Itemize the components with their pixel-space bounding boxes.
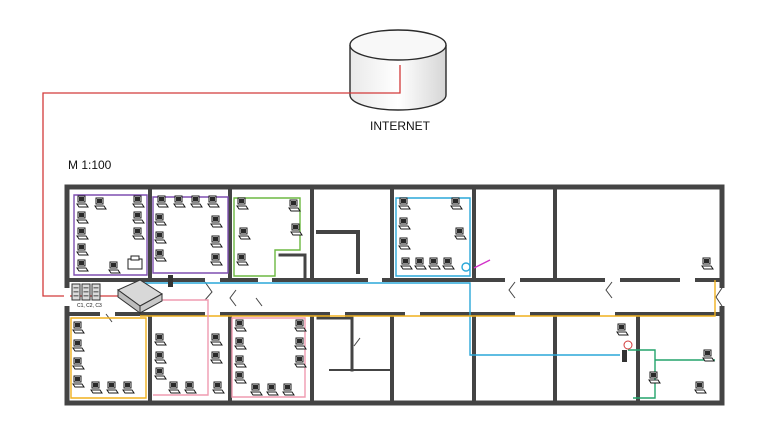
workstation-icon (72, 375, 85, 388)
wireless-access-point-icon (168, 262, 633, 362)
workstation-icon (236, 253, 249, 266)
workstation-icon (72, 357, 85, 370)
workstation-icon (450, 197, 463, 210)
building-walls (64, 184, 725, 406)
server-rack-icon (71, 283, 101, 301)
workstation-icon (210, 235, 223, 248)
workstation-icon (184, 381, 197, 394)
workstation-icon (398, 237, 411, 250)
workstation-icon (398, 197, 411, 210)
workstation-icon (154, 367, 167, 380)
workstation-icon (234, 355, 247, 368)
workstation-icon (210, 351, 223, 364)
workstation-icon (694, 381, 707, 394)
workstation-icon (236, 197, 249, 210)
workstation-icon (400, 257, 413, 270)
printer-icon (127, 255, 143, 270)
workstation-icon (132, 195, 145, 208)
workstation-icon (398, 217, 411, 230)
workstation-icon (76, 195, 89, 208)
workstation-icon (616, 323, 629, 336)
internet-label: INTERNET (370, 119, 430, 133)
workstation-icon (76, 259, 89, 272)
workstation-icon (90, 381, 103, 394)
workstation-icon (154, 249, 167, 262)
workstation-icon (701, 257, 714, 270)
workstation-icon (76, 211, 89, 224)
workstation-icon (234, 371, 247, 384)
workstation-icon (702, 349, 715, 362)
scale-label: M 1:100 (68, 158, 112, 172)
workstation-icon (234, 337, 247, 350)
workstation-icon (238, 227, 251, 240)
workstation-icon (648, 371, 661, 384)
workstation-icon (414, 257, 427, 270)
workstation-icon (72, 321, 85, 334)
workstation-icon (168, 381, 181, 394)
workstation-icon (428, 257, 441, 270)
workstation-icon (154, 351, 167, 364)
workstation-icon (76, 243, 89, 256)
workstation-icon (288, 199, 301, 212)
workstation-icon (282, 383, 295, 396)
internet-uplink-line (42, 65, 401, 297)
rack-label: C1, C2, C3 (77, 303, 102, 309)
workstation-icon (76, 227, 89, 240)
workstation-icon (212, 381, 225, 394)
workstation-icon (266, 383, 279, 396)
workstation-icon (234, 319, 247, 332)
workstation-icon (250, 383, 263, 396)
door-openings (64, 277, 725, 317)
internet-database-icon (349, 29, 447, 111)
workstation-icon (210, 253, 223, 266)
workstation-icon (454, 227, 467, 240)
workstation-icon (94, 197, 107, 210)
workstation-icon (72, 339, 85, 352)
workstation-icon (132, 227, 145, 240)
workstation-icon (210, 215, 223, 228)
workstation-icon (106, 381, 119, 394)
workstation-icon (154, 333, 167, 346)
workstation-icon (132, 211, 145, 224)
workstation-icon (442, 257, 455, 270)
network-cabling (70, 194, 716, 399)
workstation-icon (210, 333, 223, 346)
workstation-icon (122, 381, 135, 394)
workstation-icon (154, 213, 167, 226)
workstation-icon (108, 261, 121, 274)
switch-icon (117, 279, 163, 314)
workstation-icon (154, 231, 167, 244)
